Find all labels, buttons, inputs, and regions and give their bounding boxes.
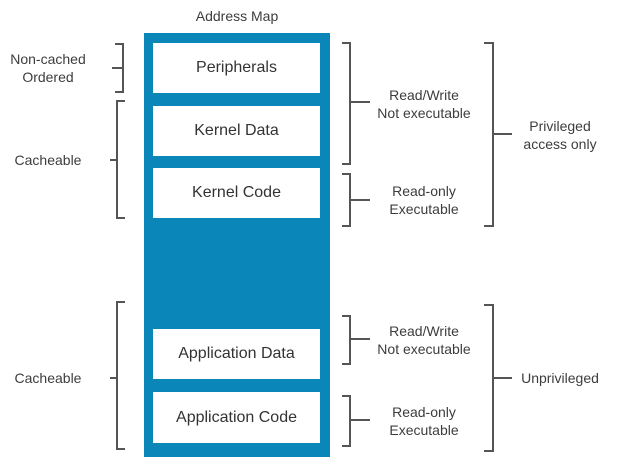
bracket-kernel-ro — [342, 173, 370, 227]
region-peripherals: Peripherals — [153, 43, 320, 93]
label-noncached: Non-cached Ordered — [0, 50, 96, 86]
region-kernel-code: Kernel Code — [153, 168, 320, 218]
bracket-app-ro — [342, 395, 370, 447]
region-kernel-data-label: Kernel Data — [194, 122, 279, 139]
label-app-rw: Read/Write Not executable — [366, 322, 482, 358]
region-application-data-label: Application Data — [178, 345, 295, 362]
label-kernel-ro: Read-only Executable — [366, 182, 482, 218]
bracket-unprivileged — [484, 304, 512, 452]
label-kernel-rw-line2: Not executable — [377, 105, 471, 121]
label-privileged-line2: access only — [523, 136, 597, 152]
bracket-noncached — [112, 43, 124, 93]
address-map: Peripherals Kernel Data Kernel Code Appl… — [144, 33, 330, 457]
label-kernel-rw-line1: Read/Write — [389, 87, 459, 103]
label-kernel-ro-line1: Read-only — [392, 183, 456, 199]
label-kernel-ro-line2: Executable — [389, 201, 459, 217]
label-kernel-rw: Read/Write Not executable — [366, 86, 482, 122]
region-application-code-label: Application Code — [176, 408, 297, 426]
region-application-code: Application Code — [153, 392, 320, 443]
bracket-cacheable-app — [110, 301, 125, 450]
bracket-privileged — [484, 42, 512, 227]
label-cacheable-kernel: Cacheable — [14, 152, 82, 168]
region-kernel-code-label: Kernel Code — [192, 184, 281, 201]
label-app-rw-line1: Read/Write — [389, 323, 459, 339]
label-unprivileged: Unprivileged — [521, 370, 599, 386]
region-peripherals-label: Peripherals — [196, 59, 277, 76]
bracket-cacheable-kernel — [110, 100, 125, 219]
label-privileged-line1: Privileged — [529, 118, 591, 134]
label-cacheable-app: Cacheable — [14, 370, 82, 386]
label-app-rw-line2: Not executable — [377, 341, 471, 357]
region-kernel-data: Kernel Data — [153, 106, 320, 156]
label-app-ro-line1: Read-only — [392, 404, 456, 420]
diagram-title: Address Map — [195, 8, 279, 24]
bracket-kernel-rw — [342, 42, 370, 165]
label-app-ro-line2: Executable — [389, 422, 459, 438]
bracket-app-rw — [342, 315, 370, 365]
label-noncached-line1: Non-cached — [10, 51, 86, 67]
label-privileged: Privileged access only — [508, 117, 612, 153]
label-app-ro: Read-only Executable — [366, 403, 482, 439]
label-noncached-line2: Ordered — [22, 69, 74, 85]
region-application-data: Application Data — [153, 329, 320, 379]
